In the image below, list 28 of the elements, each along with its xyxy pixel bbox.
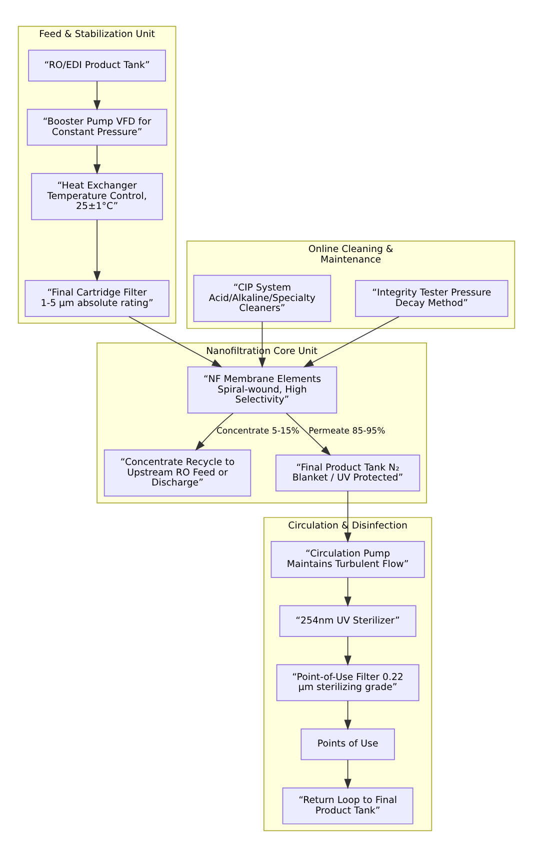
- arrow: [344, 700, 352, 730]
- node-box: “RO/EDI Product Tank”: [28, 49, 166, 81]
- node-box: “Heat Exchanger Temperature Control, 25±1°C”: [31, 172, 163, 220]
- edge-label: Permeate 85-95%: [308, 426, 386, 436]
- node-box: “Integrity Tester Pressure Decay Method”: [355, 280, 508, 316]
- arrow: [286, 412, 331, 456]
- arrow: [195, 412, 234, 450]
- node-box: “CIP System Acid/Alkaline/Specialty Cleaners”: [193, 274, 332, 322]
- node-box: Points of Use: [300, 728, 395, 760]
- node-box: “Return Loop to Final Product Tank”: [282, 787, 414, 824]
- arrow: [93, 218, 101, 281]
- arrow: [303, 316, 400, 367]
- edge-label: Concentrate 5-15%: [216, 426, 300, 436]
- node-box: “NF Membrane Elements Spiral-wound, High Selectivity”: [187, 366, 338, 414]
- arrow: [258, 320, 266, 368]
- arrow: [344, 636, 352, 666]
- arrow: [93, 144, 101, 174]
- arrow: [93, 80, 101, 110]
- arrow: [344, 759, 352, 789]
- node-box: “Final Cartridge Filter 1-5 μm absolute rating”: [24, 280, 170, 316]
- arrow: [344, 576, 352, 606]
- node-box: “Final Product Tank N₂ Blanket / UV Protected”: [275, 454, 420, 491]
- arrow: [128, 316, 222, 367]
- node-box: “Concentrate Recycle to Upstream RO Feed or Discharge”: [104, 448, 252, 496]
- node-box: “Booster Pump VFD for Constant Pressure”: [26, 108, 168, 146]
- node-box: “Circulation Pump Maintains Turbulent Flow”: [270, 540, 425, 578]
- node-box: “254nm UV Sterilizer”: [279, 604, 416, 636]
- node-box: “Point-of-Use Filter 0.22 μm sterilizing grade”: [276, 664, 420, 701]
